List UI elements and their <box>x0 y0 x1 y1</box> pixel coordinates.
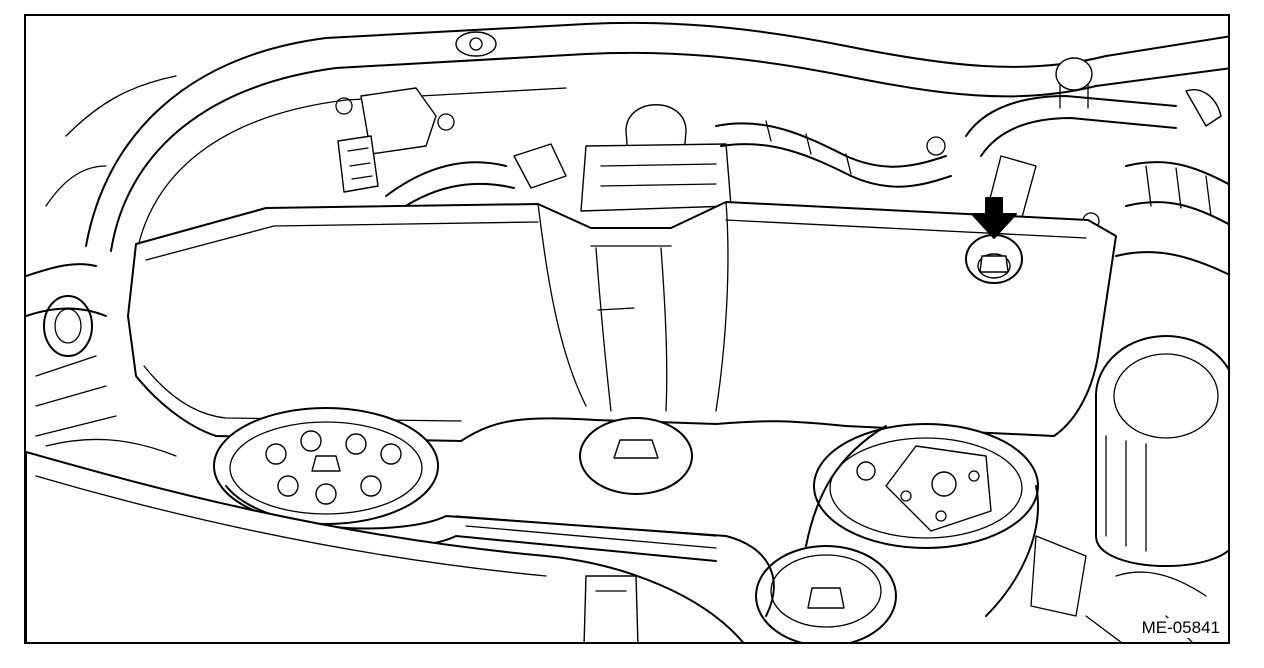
engine-cover-bolt <box>965 234 1023 284</box>
engine-background-detail <box>26 21 1228 457</box>
figure-id-label: ME-05841 <box>1139 618 1222 638</box>
engine-cover <box>127 201 1117 442</box>
arrow-down-icon <box>971 197 1017 239</box>
engine-line-drawing <box>26 21 1228 642</box>
foreground-body-panel <box>26 451 744 642</box>
pulley-assembly <box>213 335 1228 642</box>
illustration-frame: ME-05841 <box>24 14 1230 644</box>
